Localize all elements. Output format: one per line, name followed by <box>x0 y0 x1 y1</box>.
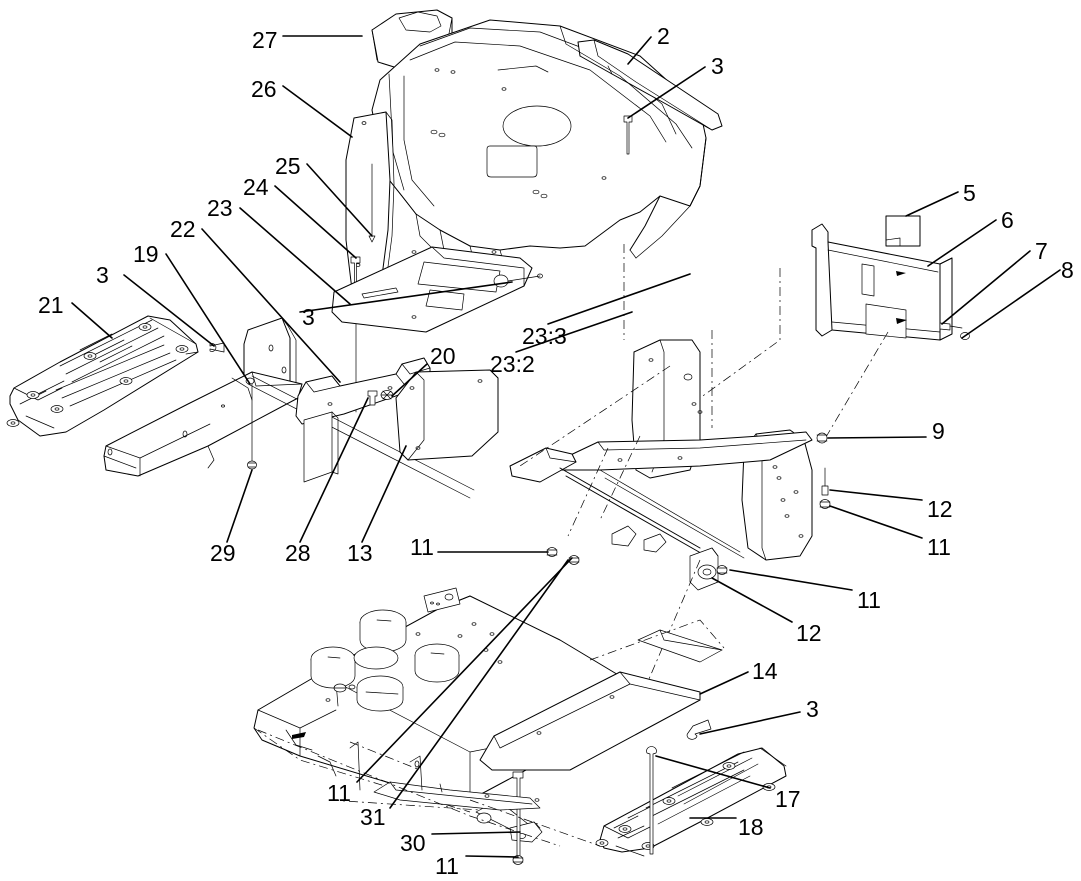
callout-11-bottom-nut: 11 <box>435 853 459 879</box>
callout-3-hood-right: 3 <box>711 53 724 79</box>
callout-20: 20 <box>430 343 456 369</box>
callout-11-left-mid: 11 <box>410 534 434 560</box>
callout-9: 9 <box>932 418 945 444</box>
leader-lines-group <box>71 35 1061 858</box>
callout-21: 21 <box>38 292 64 318</box>
left-footrest-group <box>6 315 225 437</box>
callout-17: 17 <box>775 786 801 812</box>
callout-22: 22 <box>170 216 196 242</box>
callout-3-center: 3 <box>302 304 315 330</box>
callout-11-right: 11 <box>927 534 951 560</box>
left-support-frame-group <box>103 317 475 499</box>
bottom-link-group <box>257 729 601 865</box>
callout-5: 5 <box>963 180 976 206</box>
callout-24: 24 <box>243 174 269 200</box>
right-bracket-group <box>811 215 970 438</box>
callout-8: 8 <box>1061 257 1074 283</box>
callout-27: 27 <box>252 27 278 53</box>
callout-12-right: 12 <box>927 496 953 522</box>
callout-31: 31 <box>360 804 386 830</box>
callout-14: 14 <box>752 658 778 684</box>
callout-13: 13 <box>347 540 373 566</box>
lower-right-panel-group <box>479 619 787 857</box>
callout-3-left: 3 <box>96 262 109 288</box>
hood-assembly-group <box>345 9 723 293</box>
callout-23: 23 <box>207 195 233 221</box>
callout-25: 25 <box>275 153 301 179</box>
callout-2: 2 <box>657 23 670 49</box>
callout-7: 7 <box>1035 238 1048 264</box>
callout-30: 30 <box>400 830 426 856</box>
callout-11-bottom: 11 <box>327 780 351 806</box>
callout-29: 29 <box>210 540 236 566</box>
callout-28: 28 <box>285 540 311 566</box>
center-plate-group <box>295 246 533 483</box>
callout-3-lower: 3 <box>806 696 819 722</box>
callout-11-center: 11 <box>857 587 881 613</box>
callout-12-center: 12 <box>796 620 822 646</box>
callout-23-3: 23:3 <box>522 323 567 349</box>
chassis-fasteners-group <box>546 432 831 580</box>
callout-6: 6 <box>1001 207 1014 233</box>
callout-23-2: 23:2 <box>490 351 535 377</box>
callout-26: 26 <box>251 76 277 102</box>
callout-19: 19 <box>133 241 159 267</box>
callout-18: 18 <box>738 814 764 840</box>
